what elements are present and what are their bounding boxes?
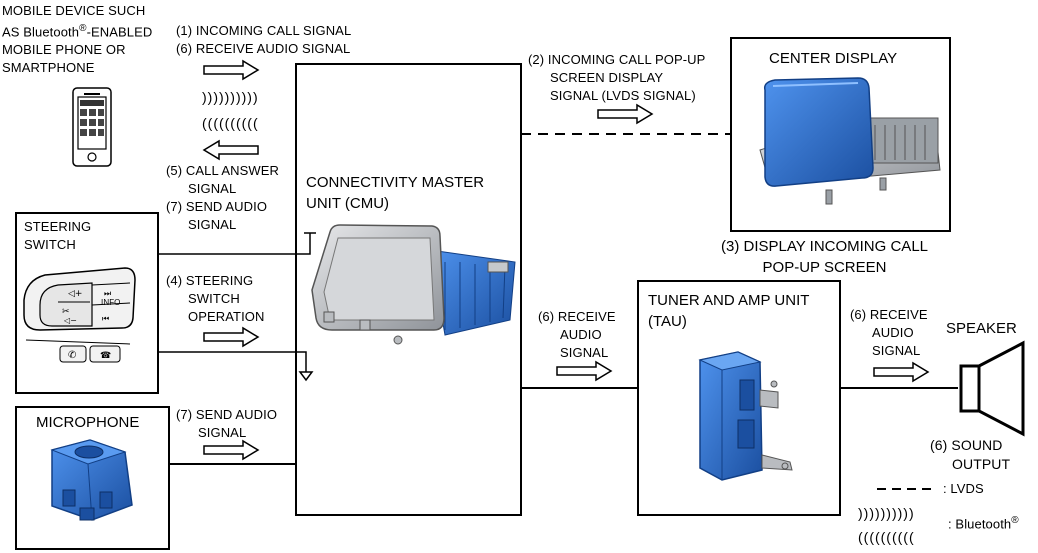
arrow-receive-audio-tau [556, 360, 613, 382]
tau-illustration [698, 351, 793, 481]
legend-bluetooth-label: : Bluetooth® [948, 515, 1019, 532]
arrow-send-audio-mic [203, 439, 260, 461]
svg-text:✂: ✂ [62, 307, 70, 317]
legend-bluetooth-waves-in: (((((((((( [858, 529, 915, 545]
arrow-call-answer [202, 139, 259, 161]
mobile-device-label: MOBILE DEVICE SUCH AS Bluetooth®-ENABLED… [2, 3, 153, 76]
svg-text:◁+: ◁+ [68, 289, 82, 299]
center-display-title: CENTER DISPLAY [769, 50, 898, 67]
arrow-incoming-call [203, 59, 260, 81]
mobile-phone-icon [72, 87, 112, 167]
signal-incoming-call: (1) INCOMING CALL SIGNAL [176, 23, 352, 38]
signal-receive-audio-tau: (6) RECEIVE AUDIO SIGNAL [538, 309, 616, 360]
cmu-title: CONNECTIVITY MASTER UNIT (CMU) [306, 174, 485, 212]
arrow-receive-audio-speaker [873, 361, 930, 383]
svg-text:◁−: ◁− [63, 316, 77, 325]
speaker-icon [959, 340, 1025, 437]
tau-box [637, 280, 841, 516]
svg-text:☎: ☎ [100, 351, 111, 361]
signal-receive-audio: (6) RECEIVE AUDIO SIGNAL [176, 41, 351, 56]
cmu-box [295, 63, 522, 516]
cmu-illustration [311, 224, 516, 345]
signal-call-answer: (5) CALL ANSWER SIGNAL [166, 163, 279, 196]
signal-steering-operation: (4) STEERING SWITCH OPERATION [166, 273, 265, 324]
center-display-illustration [759, 77, 941, 205]
signal-sound-output: (6) SOUND OUTPUT [930, 437, 1011, 472]
steering-cmu-line-lower [158, 351, 307, 372]
steering-cmu-line-upper [158, 233, 311, 255]
steering-switch-title: STEERING SWITCH [24, 219, 92, 252]
microphone-title: MICROPHONE [36, 414, 140, 431]
steering-info-label: INFO [101, 298, 121, 307]
arrow-lvds-signal [597, 103, 654, 125]
steering-switch-box [15, 212, 159, 394]
legend-bluetooth-waves-out: )))))))))) [858, 505, 915, 521]
legend-lvds-label: : LVDS [943, 481, 984, 496]
svg-text:✆: ✆ [68, 350, 76, 361]
signal-send-audio-phone: (7) SEND AUDIO SIGNAL [166, 199, 268, 232]
signal-send-audio-mic: (7) SEND AUDIO SIGNAL [176, 407, 278, 440]
ground-symbol [298, 371, 314, 382]
svg-text:⏭: ⏭ [104, 289, 111, 298]
arrow-steering-operation [203, 326, 260, 348]
bluetooth-waves-in: (((((((((( [202, 115, 259, 131]
signal-lvds: (2) INCOMING CALL POP-UP SCREEN DISPLAY … [528, 52, 706, 103]
speaker-title: SPEAKER [946, 320, 1017, 337]
bluetooth-waves-out: )))))))))) [202, 89, 259, 105]
signal-receive-audio-speaker: (6) RECEIVE AUDIO SIGNAL [850, 307, 928, 358]
display-incoming-call-label: (3) DISPLAY INCOMING CALL POP-UP SCREEN [721, 238, 928, 276]
tau-title: TUNER AND AMP UNIT (TAU) [648, 292, 810, 330]
microphone-box [15, 406, 170, 550]
microphone-illustration [50, 439, 133, 521]
svg-text:⏮: ⏮ [102, 314, 109, 323]
steering-switch-illustration: ◁+ ✂ ◁− ⏭ ⏮ ✆ ☎ [23, 267, 136, 363]
